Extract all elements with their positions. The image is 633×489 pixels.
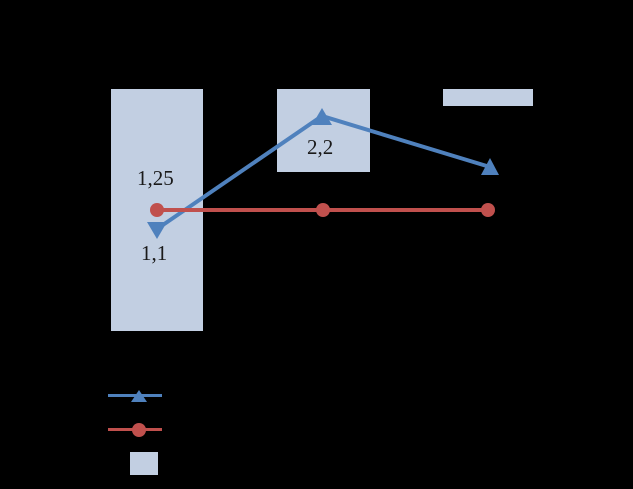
blue-triangle-marker-2[interactable]: [312, 108, 332, 125]
blue-triangle-marker-1[interactable]: [147, 222, 167, 239]
legend-item-bar[interactable]: [130, 450, 166, 476]
bar-swatch-icon: [130, 451, 158, 475]
circle-marker-icon: [132, 423, 146, 437]
legend-line-blue: [108, 394, 162, 397]
legend-item-red-line[interactable]: [108, 416, 170, 442]
legend-key-triangle-line: [108, 384, 162, 406]
legend-item-blue-line[interactable]: [108, 382, 170, 408]
data-label-2-2: 2,2: [307, 135, 334, 159]
legend-key-circle-line: [108, 418, 162, 440]
triangle-marker-icon: [131, 390, 147, 402]
data-label-1-1: 1,1: [141, 241, 168, 265]
red-circle-marker-3[interactable]: [481, 203, 495, 217]
red-circle-marker-1[interactable]: [150, 203, 164, 217]
data-label-1-25: 1,25: [137, 166, 174, 190]
blue-triangle-marker-3[interactable]: [481, 158, 499, 175]
red-circle-marker-2[interactable]: [316, 203, 330, 217]
bar-column-3[interactable]: [443, 89, 533, 106]
chart-legend: [108, 380, 348, 480]
bar-column-2[interactable]: [277, 89, 370, 172]
